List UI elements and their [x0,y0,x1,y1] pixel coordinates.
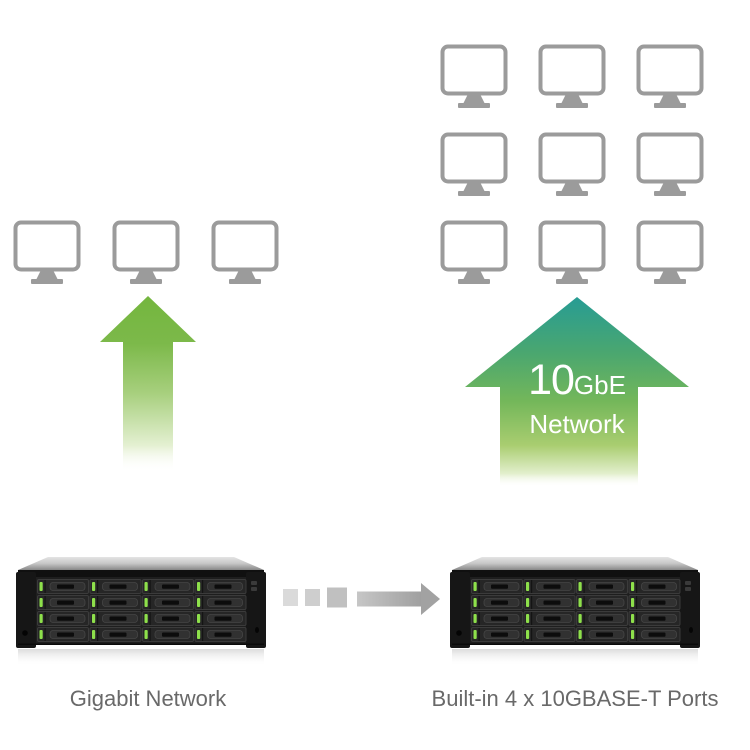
monitor-icon [112,220,180,286]
monitor-icon [538,132,606,198]
monitor-icon [636,132,704,198]
rackmount-nas-10gbe [450,556,700,668]
monitor-icon [636,44,704,110]
monitor-icon [211,220,279,286]
monitor-icon [538,44,606,110]
rackmount-nas-gigabit [16,556,266,668]
arrow-label-value: 10 [528,356,575,404]
arrow-label-word: Network [529,409,625,439]
gray-dashed-right-arrow-icon [283,582,441,621]
caption-gigabit-network: Gigabit Network [69,686,227,711]
monitor-icon [440,132,508,198]
monitor-icon [440,220,508,286]
client-monitors-right [440,44,704,286]
client-monitors-left [13,220,279,286]
monitor-icon [538,220,606,286]
caption-10gbase-t-ports: Built-in 4 x 10GBASE-T Ports [431,686,719,711]
monitor-icon [636,220,704,286]
monitor-icon [13,220,81,286]
arrow-label-unit: GbE [573,370,626,400]
monitor-icon [440,44,508,110]
green-up-arrow-icon [100,296,196,472]
